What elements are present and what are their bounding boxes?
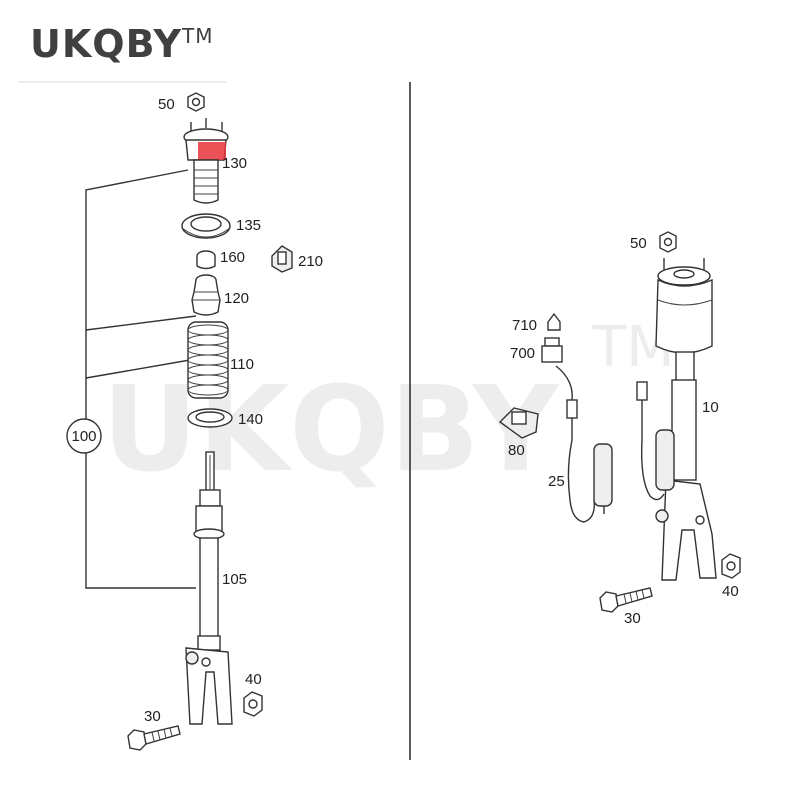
left-panel: 100 50 130 135 [66,92,323,751]
callout-120: 120 [224,290,249,307]
bolt-30-right: 30 [599,587,653,627]
callout-25: 25 [548,473,565,490]
bump-stop-120: 120 [191,274,249,316]
callout-50-right: 50 [630,235,647,252]
bracket-100: 100 [66,169,197,589]
air-strut-10: 10 [655,258,719,581]
bolt-30-left: 30 [127,708,181,751]
callout-100: 100 [71,428,96,445]
right-panel: 50 10 710 700 [498,231,741,627]
strut-105: 105 [185,451,247,725]
callout-700: 700 [510,345,535,362]
callout-105: 105 [222,571,247,588]
callout-135: 135 [236,217,261,234]
nut-40-right: 40 [721,553,741,600]
callout-50: 50 [158,96,175,113]
callout-140: 140 [238,411,263,428]
nut-50: 50 [158,92,205,113]
callout-710: 710 [512,317,537,334]
highlight-130 [198,142,226,160]
clip-210: 210 [271,245,323,273]
bracket-80: 80 [498,407,539,459]
callout-80: 80 [508,442,525,459]
brand-logo: UKQBYTM [30,22,214,66]
callout-210: 210 [298,253,323,270]
brand-tm: TM [182,24,214,48]
callout-40-left: 40 [245,671,262,688]
callout-30-left: 30 [144,708,161,725]
bearing-135: 135 [181,213,261,239]
callout-100-circle [66,418,102,454]
callout-130: 130 [222,155,247,172]
nut-40-left: 40 [243,671,263,717]
sensor-harness-25: 25 [548,365,675,523]
coil-spring-110: 110 [187,321,254,399]
cap-160: 160 [196,249,245,270]
callout-160: 160 [220,249,245,266]
callout-30-right: 30 [624,610,641,627]
brand-name: UKQBY [30,22,183,66]
watermark-text: UKQBY [102,360,560,498]
cap-710: 710 [512,312,561,334]
callout-110: 110 [230,356,254,373]
connector-700: 700 [510,337,563,363]
spring-seat-140: 140 [187,408,263,428]
callout-40-right: 40 [722,583,739,600]
nut-50-right: 50 [630,231,677,253]
top-mount-130: 130 [183,118,247,204]
callout-10: 10 [702,399,719,416]
